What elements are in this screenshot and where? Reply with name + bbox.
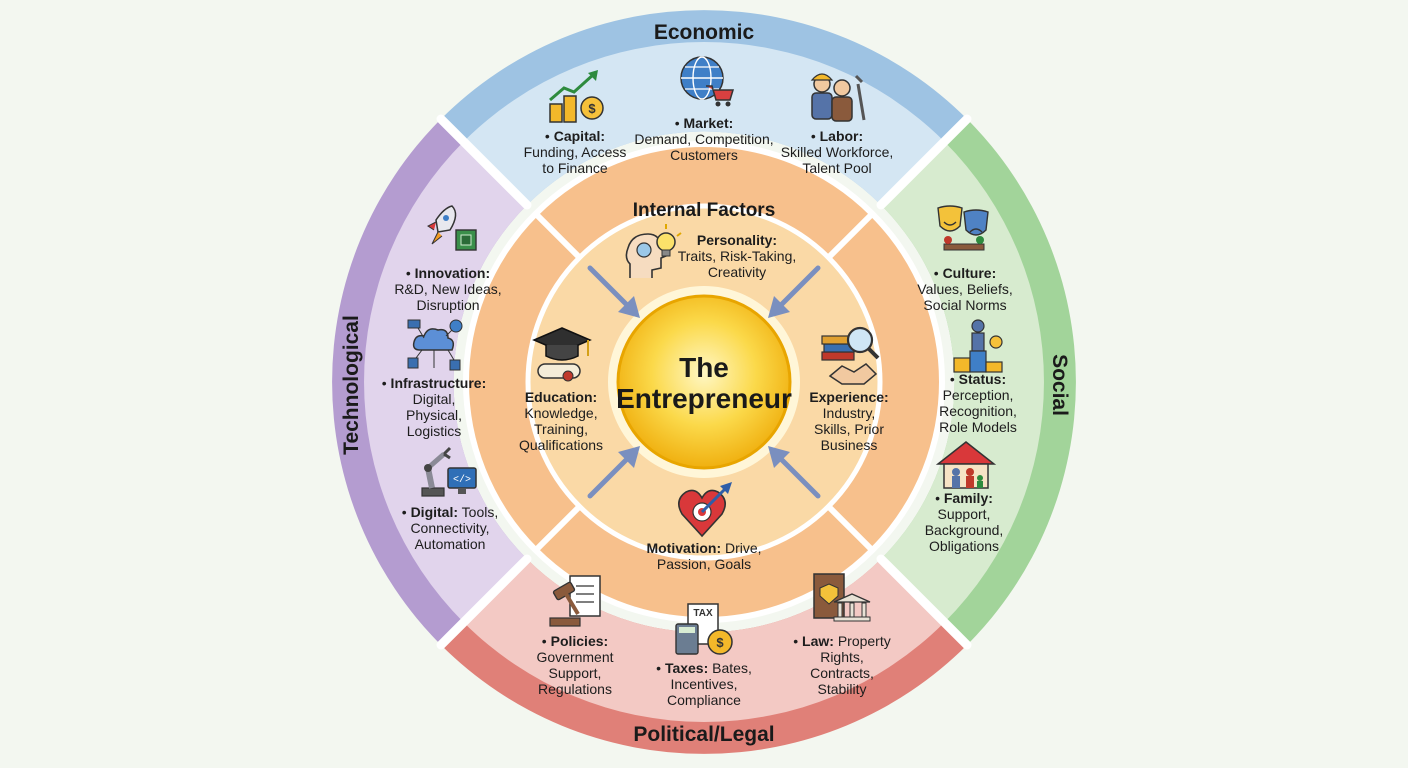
innovation-label: • Innovation:R&D, New Ideas,Disruption	[394, 265, 502, 313]
social-title: Social	[1048, 354, 1071, 416]
house-family-icon	[935, 441, 997, 489]
capital-growth-icon: $	[549, 70, 604, 123]
workers-icon	[810, 73, 866, 122]
market-label: • Market:Demand, Competition,Customers	[634, 115, 774, 163]
cloud-network-icon	[407, 319, 463, 371]
quadrant-dividers	[436, 114, 972, 650]
globe-cart-icon	[680, 56, 735, 107]
rocket-chip-icon	[427, 205, 477, 251]
tax-tag: TAX	[693, 608, 713, 619]
svg-text:$: $	[716, 635, 724, 650]
head-lightbulb-icon	[625, 224, 682, 278]
law-book-icon	[813, 573, 871, 622]
graduation-cap-icon	[532, 327, 592, 382]
podium-icon	[953, 319, 1003, 373]
arrows	[587, 265, 821, 499]
svg-text:</>: </>	[453, 474, 471, 486]
internal-dividers	[533, 211, 875, 553]
culture-label: • Culture:Values, Beliefs,Social Norms	[917, 265, 1013, 313]
personality-label: Personality:Traits, Risk-Taking,Creativi…	[677, 232, 797, 280]
social-quadrant	[881, 141, 1044, 623]
heart-arrow-icon	[678, 482, 732, 538]
technological-title: Technological	[340, 315, 363, 455]
family-label: • Family:Support,Background,Obligations	[924, 490, 1004, 554]
political-title: Political/Legal	[633, 723, 775, 746]
taxes-label: • Taxes: Bates,Incentives,Compliance	[656, 660, 752, 708]
gavel-document-icon	[549, 575, 601, 627]
motivation-label: Motivation: Drive,Passion, Goals	[646, 540, 762, 572]
status-label: • Status:Perception,Recognition,Role Mod…	[939, 371, 1017, 435]
digital-label: • Digital: Tools,Connectivity,Automation	[401, 504, 499, 552]
infrastructure-label: • Infrastructure:Digital,Physical,Logist…	[381, 375, 487, 439]
tax-calculator-icon: TAX $	[675, 603, 733, 655]
center-circle	[616, 294, 792, 470]
svg-text:$: $	[588, 101, 596, 116]
labor-label: • Labor:Skilled Workforce,Talent Pool	[780, 128, 894, 176]
theater-masks-icon	[937, 205, 989, 251]
economic-title: Economic	[653, 21, 755, 44]
education-label: Education:Knowledge,Training,Qualificati…	[518, 389, 604, 453]
technological-quadrant	[364, 141, 527, 623]
robot-arm-icon: </>	[421, 446, 477, 497]
books-handshake-icon	[821, 326, 880, 385]
internal-factors-title: Internal Factors	[632, 200, 776, 221]
